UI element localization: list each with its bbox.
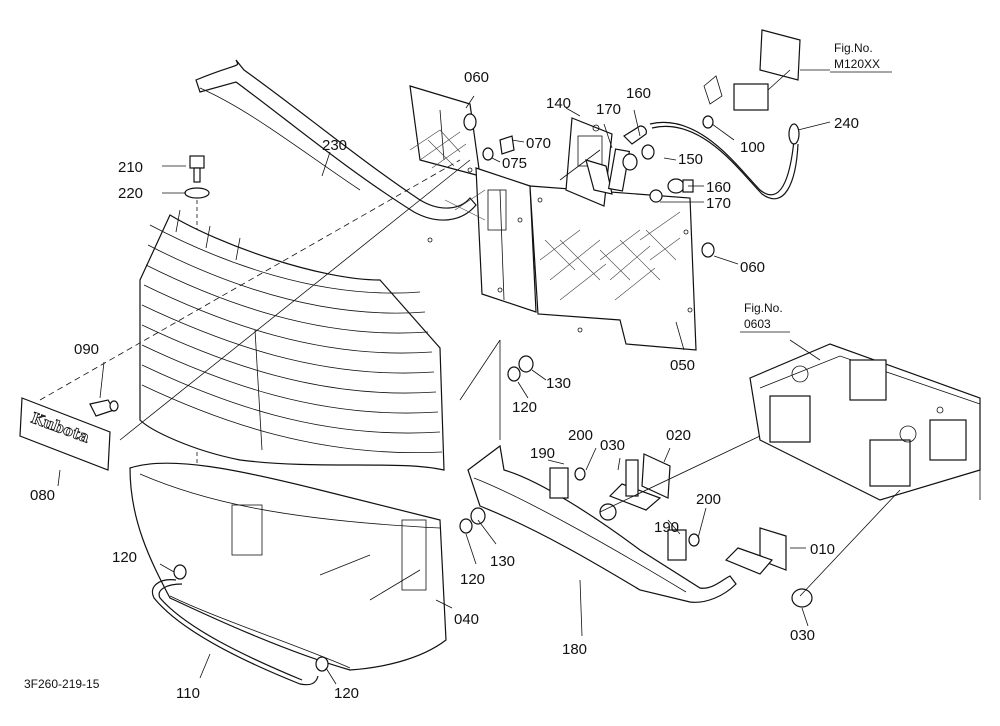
part-label: 120 — [512, 399, 537, 416]
assembly-lines — [39, 149, 901, 597]
figure-ref-line2: 0603 — [744, 317, 771, 331]
part-label: 160 — [706, 179, 731, 196]
front-bumper-040 — [129, 462, 447, 671]
lamp-assembly-150 — [607, 125, 694, 203]
part-label: 180 — [562, 641, 587, 658]
part-label: 060 — [464, 69, 489, 86]
part-label: 110 — [176, 685, 200, 702]
bracket-140 — [565, 117, 613, 207]
figure-ref-m120xx: Fig.No. M120XX — [830, 41, 892, 73]
part-label: 090 — [74, 341, 99, 358]
part-label: 040 — [454, 611, 479, 628]
leader-lines — [57, 69, 831, 685]
clip-090 — [89, 399, 119, 417]
top-rail-230 — [195, 59, 477, 221]
part-label: 060 — [740, 259, 765, 276]
part-label: 150 — [678, 151, 703, 168]
part-label: 070 — [526, 135, 551, 152]
part-label: 030 — [600, 437, 625, 454]
switch-harness-240 — [649, 29, 801, 200]
figure-ref-line2: M120XX — [834, 57, 880, 71]
part-label: 200 — [696, 491, 721, 508]
part-label: 100 — [740, 139, 765, 156]
tow-handle-110 — [151, 579, 319, 686]
figure-ref-0603: Fig.No. 0603 — [740, 301, 790, 333]
support-frame-180 — [467, 444, 737, 603]
part-label: 080 — [30, 487, 55, 504]
side-plate-assembly-050 — [409, 85, 697, 351]
kubota-emblem-080: Kubota — [19, 397, 111, 471]
part-label: 190 — [654, 519, 679, 536]
part-label: 170 — [706, 195, 731, 212]
part-label: 200 — [568, 427, 593, 444]
part-labels: 060 070 075 140 170 160 150 160 170 100 … — [30, 69, 859, 702]
part-label: 075 — [502, 155, 527, 172]
figure-ref-line1: Fig.No. — [744, 301, 783, 315]
part-label: 190 — [530, 445, 555, 462]
hardware-060-070-075 — [463, 113, 715, 258]
chassis-frame-0603 — [749, 343, 981, 501]
part-label: 160 — [626, 85, 651, 102]
part-label: 120 — [112, 549, 137, 566]
part-label: 230 — [322, 137, 347, 154]
part-label: 010 — [810, 541, 835, 558]
part-label: 210 — [118, 159, 143, 176]
drawing-number: 3F260-219-15 — [24, 677, 100, 691]
part-label: 240 — [834, 115, 859, 132]
part-label: 120 — [334, 685, 359, 702]
bracket-020 — [599, 453, 671, 521]
bracket-010 — [724, 527, 813, 608]
part-label: 140 — [546, 95, 571, 112]
washers-120-130 — [173, 355, 534, 672]
front-grille — [139, 209, 445, 471]
part-label: 130 — [546, 375, 571, 392]
part-label: 050 — [670, 357, 695, 374]
part-label: 220 — [118, 185, 143, 202]
figure-ref-line1: Fig.No. — [834, 41, 873, 55]
part-label: 030 — [790, 627, 815, 644]
part-label: 020 — [666, 427, 691, 444]
part-label: 130 — [490, 553, 515, 570]
part-label: 120 — [460, 571, 485, 588]
part-label: 170 — [596, 101, 621, 118]
